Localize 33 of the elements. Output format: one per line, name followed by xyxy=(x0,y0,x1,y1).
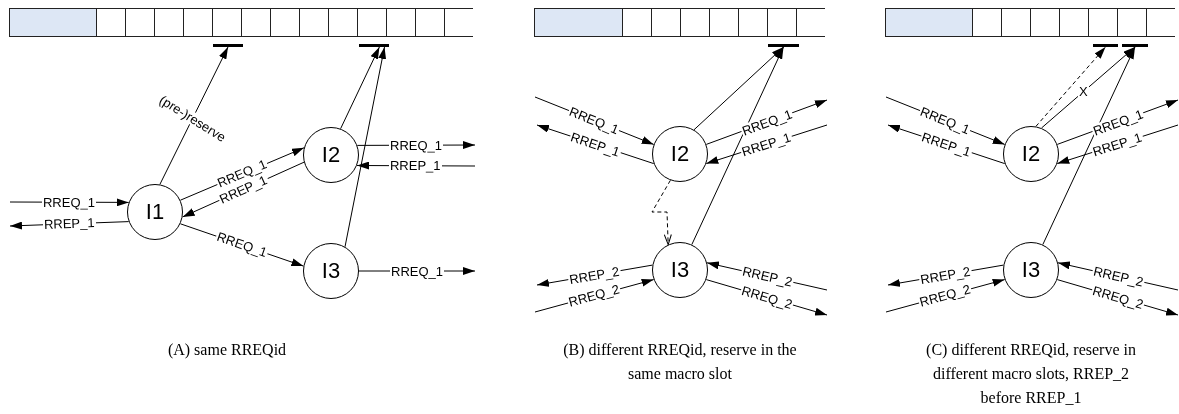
arrow xyxy=(1035,46,1106,127)
arrow xyxy=(651,179,672,246)
arrow xyxy=(1041,46,1136,129)
node-circle: I1 xyxy=(127,184,183,240)
slot-marker xyxy=(768,44,799,47)
edge-label: RREQ_1 xyxy=(389,138,444,152)
arrow xyxy=(344,46,387,248)
arrow xyxy=(340,46,380,130)
edge-label: RREQ_1 xyxy=(42,195,97,209)
node-circle: I2 xyxy=(652,126,708,182)
slot-array xyxy=(9,8,473,37)
panel-caption: (C) different RREQid, reserve in different macro slots, RREP_2 before RREP_1 xyxy=(925,340,1137,408)
slot-marker xyxy=(1093,44,1118,47)
edge-label: RREP_1 xyxy=(42,216,96,232)
arrow xyxy=(691,46,784,246)
slot-marker xyxy=(1122,44,1148,47)
panel-caption: (B) different RREQid, reserve in the same macro slot xyxy=(562,340,798,384)
edge-label: RREQ_1 xyxy=(390,264,445,278)
slot-array xyxy=(534,8,825,37)
arrow xyxy=(1042,46,1136,246)
node-circle: I2 xyxy=(303,127,359,183)
node-circle: I3 xyxy=(1003,242,1059,298)
arrow xyxy=(693,46,784,131)
node-circle: I3 xyxy=(652,242,708,298)
arrow xyxy=(159,46,229,185)
node-circle: I3 xyxy=(303,243,359,299)
node-circle: I2 xyxy=(1003,126,1059,182)
edge-label: X xyxy=(1078,85,1089,99)
panel-caption: (A) same RREQid xyxy=(166,340,288,361)
slot-marker xyxy=(359,44,389,47)
slot-marker xyxy=(213,44,243,47)
slot-array xyxy=(885,8,1175,37)
edge-label: RREP_1 xyxy=(389,159,443,173)
